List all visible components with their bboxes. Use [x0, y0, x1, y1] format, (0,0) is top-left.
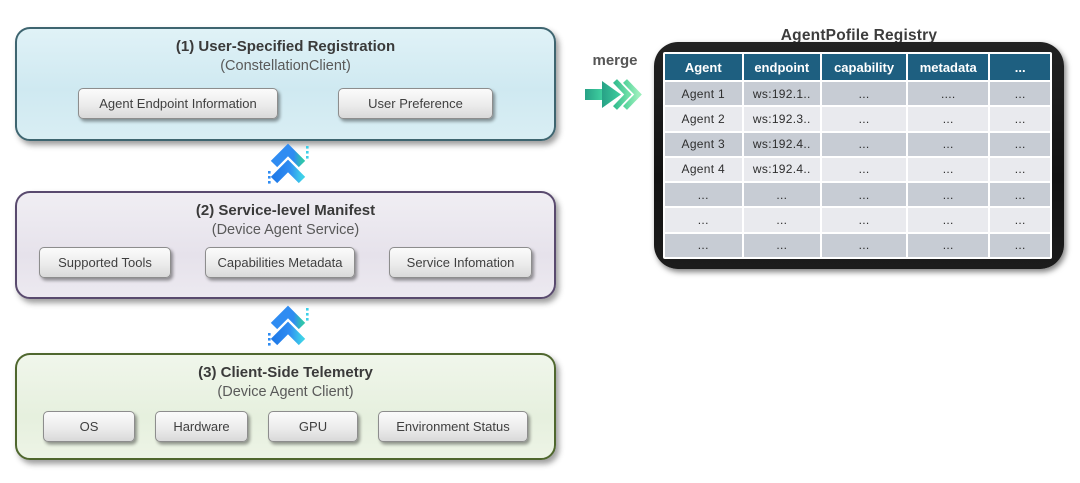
table-cell: ...	[990, 132, 1050, 156]
table-cell: Agent 3	[665, 132, 742, 156]
table-cell: ...	[822, 132, 907, 156]
table-cell: ...	[822, 183, 907, 207]
table-cell: ...	[908, 183, 989, 207]
table-cell: Agent 1	[665, 82, 742, 106]
chip-row: OS Hardware GPU Environment Status	[17, 411, 554, 442]
table-cell: ...	[822, 157, 907, 182]
table-cell: ...	[665, 233, 742, 257]
chip-user-preference: User Preference	[338, 88, 493, 119]
chip-supported-tools: Supported Tools	[39, 247, 171, 278]
stage-subtitle: (Device Agent Service)	[211, 222, 360, 238]
table-cell: ws:192.1..	[743, 82, 821, 106]
stage-box-client-telemetry: (3) Client-Side Telemetry (Device Agent …	[15, 353, 556, 460]
table-cell: ...	[990, 82, 1050, 106]
stage-subtitle: (Device Agent Client)	[217, 384, 354, 400]
chip-os: OS	[43, 411, 135, 442]
stage-box-user-registration: (1) User-Specified Registration (Constel…	[15, 27, 556, 141]
chip-service-infomation: Service Infomation	[389, 247, 532, 278]
table-cell: Agent 2	[665, 107, 742, 131]
table-column-header: capability	[822, 54, 907, 80]
chip-gpu: GPU	[268, 411, 358, 442]
registry-title: AgentPofile Registry	[780, 27, 938, 44]
table-cell: Agent 4	[665, 157, 742, 182]
table-cell: ...	[990, 157, 1050, 182]
table-column-header: metadata	[908, 54, 989, 80]
table-row: ...............	[665, 183, 1050, 207]
stage-title: (3) Client-Side Telemetry	[198, 364, 373, 381]
table-cell: ...	[908, 107, 989, 131]
table-cell: ...	[908, 132, 989, 156]
table-cell: ...	[822, 233, 907, 257]
table-cell: ...	[743, 183, 821, 207]
table-cell: ...	[990, 107, 1050, 131]
merge-label: merge	[592, 52, 638, 69]
merge-arrow-icon	[584, 76, 646, 114]
table-cell: ...	[665, 208, 742, 232]
table-row: ...............	[665, 233, 1050, 257]
table-cell: ...	[990, 208, 1050, 232]
table-cell: ...	[743, 208, 821, 232]
table-cell: ...	[822, 107, 907, 131]
table-cell: ...	[822, 208, 907, 232]
double-chevron-up-icon	[266, 304, 312, 350]
stage-title: (2) Service-level Manifest	[195, 202, 376, 219]
chip-row: Agent Endpoint Information User Preferenc…	[17, 88, 554, 119]
table-cell: ...	[990, 233, 1050, 257]
chip-row: Supported Tools Capabilities Metadata Serv…	[17, 247, 554, 278]
chip-hardware: Hardware	[155, 411, 248, 442]
table-cell: ...	[908, 233, 989, 257]
stage-box-service-manifest: (2) Service-level Manifest (Device Agent…	[15, 191, 556, 299]
chip-capabilities-metadata: Capabilities Metadata	[205, 247, 355, 278]
table-cell: ...	[908, 157, 989, 182]
stage-subtitle: (ConstellationClient)	[220, 58, 351, 74]
table-cell: ...	[822, 82, 907, 106]
table-cell: ws:192.4..	[743, 157, 821, 182]
chip-environment-status: Environment Status	[378, 411, 528, 442]
stage-title: (1) User-Specified Registration	[175, 38, 396, 55]
table-cell: ws:192.3..	[743, 107, 821, 131]
double-chevron-up-icon	[266, 142, 312, 188]
table-column-header: ...	[990, 54, 1050, 80]
table-cell: ...	[990, 183, 1050, 207]
table-cell: ws:192.4..	[743, 132, 821, 156]
table-cell: ...	[908, 208, 989, 232]
table-cell: ...	[743, 233, 821, 257]
table-cell: ...	[665, 183, 742, 207]
table-column-header: Agent	[665, 54, 742, 80]
table-column-header: endpoint	[743, 54, 821, 80]
table-cell: ....	[908, 82, 989, 106]
chip-agent-endpoint-information: Agent Endpoint Information	[78, 88, 278, 119]
table-row: ...............	[665, 208, 1050, 232]
